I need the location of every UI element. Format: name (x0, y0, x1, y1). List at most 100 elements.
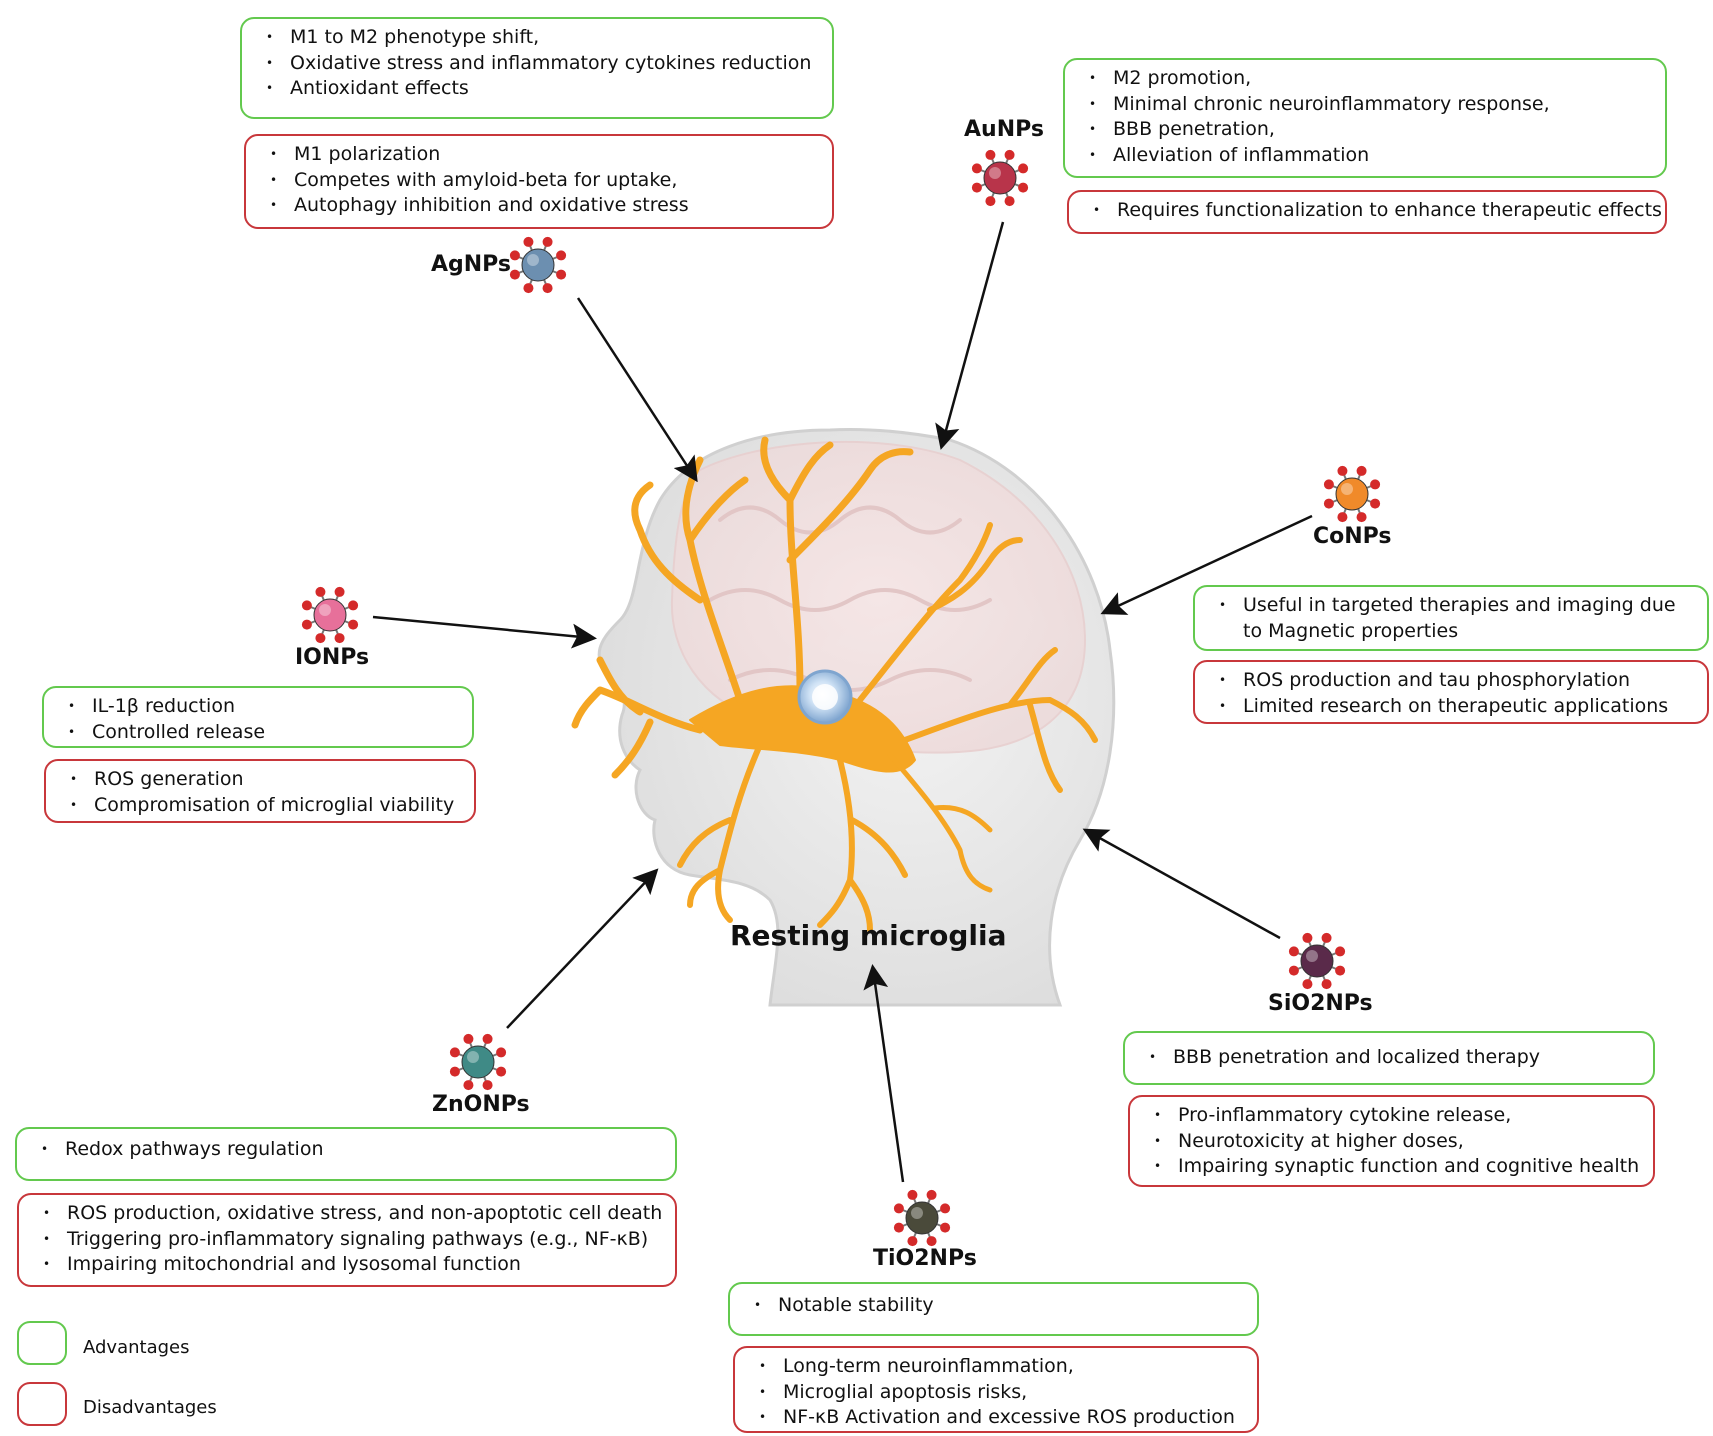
sio2nps-disadvantage-item: Pro-inflammatory cytokine release, (1152, 1103, 1641, 1129)
nanoparticle-icons (301, 149, 1381, 1247)
ligand-dot (1356, 512, 1367, 523)
ligand-dot (1337, 512, 1348, 523)
arrow-sio2nps (1082, 828, 1281, 940)
ligand-dot (315, 586, 326, 597)
particle-core (461, 1045, 495, 1079)
particle-highlight (467, 1051, 479, 1063)
legend-disadvantages-swatch (17, 1382, 67, 1426)
agnps-label: AgNPs (431, 252, 512, 277)
sio2nps-disadvantages-box: Pro-inflammatory cytokine release, Neuro… (1128, 1095, 1655, 1187)
sio2nps-particle-icon (1288, 932, 1346, 990)
ligand-dot (907, 1189, 918, 1200)
arrow-conps (1100, 514, 1313, 615)
microglia-nucleus (797, 669, 853, 725)
conps-advantages-box: Useful in targeted therapies and imaging… (1193, 585, 1709, 651)
ionps-disadvantage-item: ROS generation (68, 767, 462, 793)
tio2nps-disadvantage-item: Microglial apoptosis risks, (757, 1380, 1245, 1406)
ligand-dot (496, 1047, 507, 1058)
particle-core (1300, 944, 1334, 978)
legend-advantages-label: Advantages (83, 1337, 190, 1358)
particle-core (313, 598, 347, 632)
particle-highlight (1341, 483, 1353, 495)
aunps-label: AuNPs (964, 117, 1044, 142)
legend-advantages-swatch (17, 1321, 67, 1365)
ionps-advantages-box: IL-1β reduction Controlled release (42, 686, 474, 748)
ligand-dot (907, 1236, 918, 1247)
ligand-dot (556, 250, 567, 261)
ligand-dot (542, 236, 553, 247)
ligand-dot (556, 269, 567, 280)
aunps-disadvantages-box: Requires functionalization to enhance th… (1067, 190, 1667, 234)
arrows (372, 221, 1313, 1183)
aunps-advantage-item: BBB penetration, (1087, 117, 1653, 143)
particle-core (1335, 477, 1369, 511)
ligand-dot (1302, 932, 1313, 943)
agnps-disadvantage-item: M1 polarization (268, 142, 820, 168)
ligand-dot (971, 182, 982, 193)
ligand-dot (496, 1066, 507, 1077)
ligand-dot (1337, 465, 1348, 476)
ligand-dot (482, 1080, 493, 1091)
conps-label: CoNPs (1313, 524, 1392, 549)
arrow-tio2nps (863, 964, 905, 1183)
particle-highlight (319, 604, 331, 616)
ligand-dot (1321, 979, 1332, 990)
arrow-agnps (576, 297, 698, 483)
ionps-disadvantages-box: ROS generation Compromisation of microgl… (44, 759, 476, 823)
sio2nps-disadvantage-item: Neurotoxicity at higher doses, (1152, 1129, 1641, 1155)
tio2nps-advantage-item: Notable stability (752, 1293, 1245, 1319)
ligand-dot (482, 1033, 493, 1044)
conps-particle-icon (1323, 465, 1381, 523)
conps-disadvantages-box: ROS production and tau phosphorylation L… (1193, 660, 1709, 724)
aunps-advantage-item: M2 promotion, (1087, 66, 1653, 92)
ligand-dot (1288, 946, 1299, 957)
tio2nps-label: TiO2NPs (873, 1246, 977, 1271)
ionps-disadvantage-item: Compromisation of microglial viability (68, 793, 462, 819)
particle-highlight (1306, 950, 1318, 962)
arrow-aunps (935, 221, 1005, 450)
ligand-dot (301, 600, 312, 611)
ligand-dot (449, 1047, 460, 1058)
ligand-dot (940, 1203, 951, 1214)
particle-highlight (527, 254, 539, 266)
ligand-dot (301, 619, 312, 630)
particle-highlight (911, 1207, 923, 1219)
ligand-dot (1335, 946, 1346, 957)
ligand-dot (463, 1033, 474, 1044)
ligand-dot (449, 1066, 460, 1077)
ligand-dot (985, 196, 996, 207)
ligand-dot (1370, 479, 1381, 490)
agnps-advantage-item: Antioxidant effects (264, 76, 820, 102)
microglia-cell (571, 436, 1098, 933)
ligand-dot (1302, 979, 1313, 990)
conps-disadvantage-item: Limited research on therapeutic applicat… (1217, 694, 1695, 720)
ligand-dot (893, 1222, 904, 1233)
agnps-advantages-box: M1 to M2 phenotype shift, Oxidative stre… (240, 17, 834, 119)
aunps-particle-icon (971, 149, 1029, 207)
legend-disadvantages-label: Disadvantages (83, 1397, 217, 1418)
ligand-dot (893, 1203, 904, 1214)
conps-advantage-item: Useful in targeted therapies and imaging… (1217, 593, 1695, 644)
agnps-advantage-item: Oxidative stress and inflammatory cytoki… (264, 51, 820, 77)
aunps-disadvantage-item: Requires functionalization to enhance th… (1091, 198, 1662, 224)
agnps-particle-icon (509, 236, 567, 294)
ligand-dot (542, 283, 553, 294)
particle-core (521, 248, 555, 282)
znonps-disadvantage-item: Impairing mitochondrial and lysosomal fu… (41, 1252, 663, 1278)
ligand-dot (1370, 498, 1381, 509)
agnps-disadvantages-box: M1 polarization Competes with amyloid-be… (244, 134, 834, 229)
aunps-advantage-item: Minimal chronic neuroinflammatory respon… (1087, 92, 1653, 118)
znonps-advantages-box: Redox pathways regulation (15, 1127, 677, 1181)
znonps-disadvantage-item: Triggering pro-inflammatory signaling pa… (41, 1227, 663, 1253)
ligand-dot (1018, 163, 1029, 174)
ionps-advantage-item: IL-1β reduction (66, 694, 460, 720)
ionps-label: IONPs (295, 645, 370, 670)
ligand-dot (940, 1222, 951, 1233)
znonps-label: ZnONPs (432, 1092, 530, 1117)
aunps-advantages-box: M2 promotion, Minimal chronic neuroinfla… (1063, 58, 1667, 178)
ligand-dot (348, 619, 359, 630)
ligand-dot (1323, 498, 1334, 509)
znonps-particle-icon (449, 1033, 507, 1091)
ligand-dot (523, 236, 534, 247)
